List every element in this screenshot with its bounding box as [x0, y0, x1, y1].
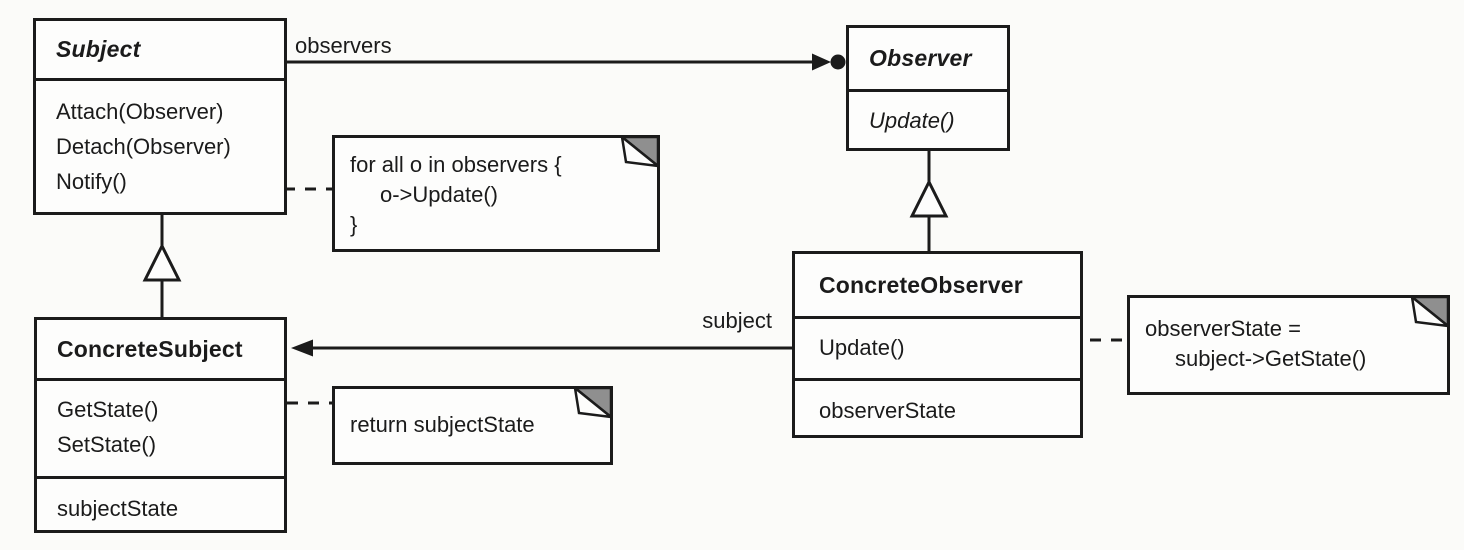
multiplicity-dot-icon	[830, 54, 846, 70]
class-methods-compartment: GetState() SetState()	[37, 378, 284, 476]
association-label-subject: subject	[702, 308, 772, 333]
note-fold-icon	[1410, 295, 1450, 329]
note-line: o->Update()	[380, 182, 499, 207]
hollow-triangle-icon	[909, 178, 949, 218]
hollow-triangle-icon	[142, 242, 182, 282]
class-box-observer: Observer Update()	[846, 25, 1010, 151]
class-name-subject: Subject	[56, 36, 141, 62]
arrowhead-icon	[812, 53, 831, 71]
class-attributes-compartment: observerState	[795, 378, 1080, 435]
class-attributes-compartment: subjectState	[37, 476, 284, 530]
note-notify: for all o in observers { o->Update() }	[332, 135, 660, 252]
note-line: return subjectState	[350, 412, 535, 437]
arrowhead-icon	[291, 339, 313, 357]
method-update: Update()	[819, 335, 905, 360]
attribute-observerstate: observerState	[819, 398, 956, 423]
note-fold-icon	[573, 386, 613, 420]
class-title-compartment: ConcreteSubject	[37, 320, 284, 378]
generalization-concretesubject-subject	[142, 213, 182, 319]
association-subject	[291, 339, 792, 357]
class-methods-compartment: Update()	[795, 316, 1080, 378]
association-label-observers: observers	[295, 33, 392, 58]
method-update: Update()	[869, 108, 955, 133]
class-title-compartment: Observer	[849, 28, 1007, 89]
class-title-compartment: ConcreteObserver	[795, 254, 1080, 316]
note-line: }	[350, 212, 358, 237]
note-fold-icon	[620, 135, 660, 169]
class-box-concrete-observer: ConcreteObserver Update() observerState	[792, 251, 1083, 438]
generalization-concreteobserver-observer	[909, 149, 949, 253]
class-box-concrete-subject: ConcreteSubject GetState() SetState() su…	[34, 317, 287, 533]
method-attach: Attach(Observer)	[56, 99, 224, 124]
class-name-concrete-observer: ConcreteObserver	[819, 271, 1023, 298]
class-box-subject: Subject Attach(Observer) Detach(Observer…	[33, 18, 287, 215]
note-line: observerState =	[1145, 316, 1301, 341]
note-line: for all o in observers {	[350, 152, 562, 177]
class-name-observer: Observer	[869, 45, 972, 71]
method-setstate: SetState()	[57, 432, 157, 457]
class-methods-compartment: Attach(Observer) Detach(Observer) Notify…	[36, 78, 284, 212]
method-notify: Notify()	[56, 169, 127, 194]
class-methods-compartment: Update()	[849, 89, 1007, 148]
note-line: subject->GetState()	[1175, 346, 1367, 371]
class-name-concrete-subject: ConcreteSubject	[57, 335, 243, 362]
note-update: observerState = subject->GetState()	[1127, 295, 1450, 395]
attribute-subjectstate: subjectState	[57, 496, 179, 521]
note-getstate: return subjectState	[332, 386, 613, 465]
method-detach: Detach(Observer)	[56, 134, 231, 159]
method-getstate: GetState()	[57, 397, 159, 422]
class-title-compartment: Subject	[36, 21, 284, 78]
